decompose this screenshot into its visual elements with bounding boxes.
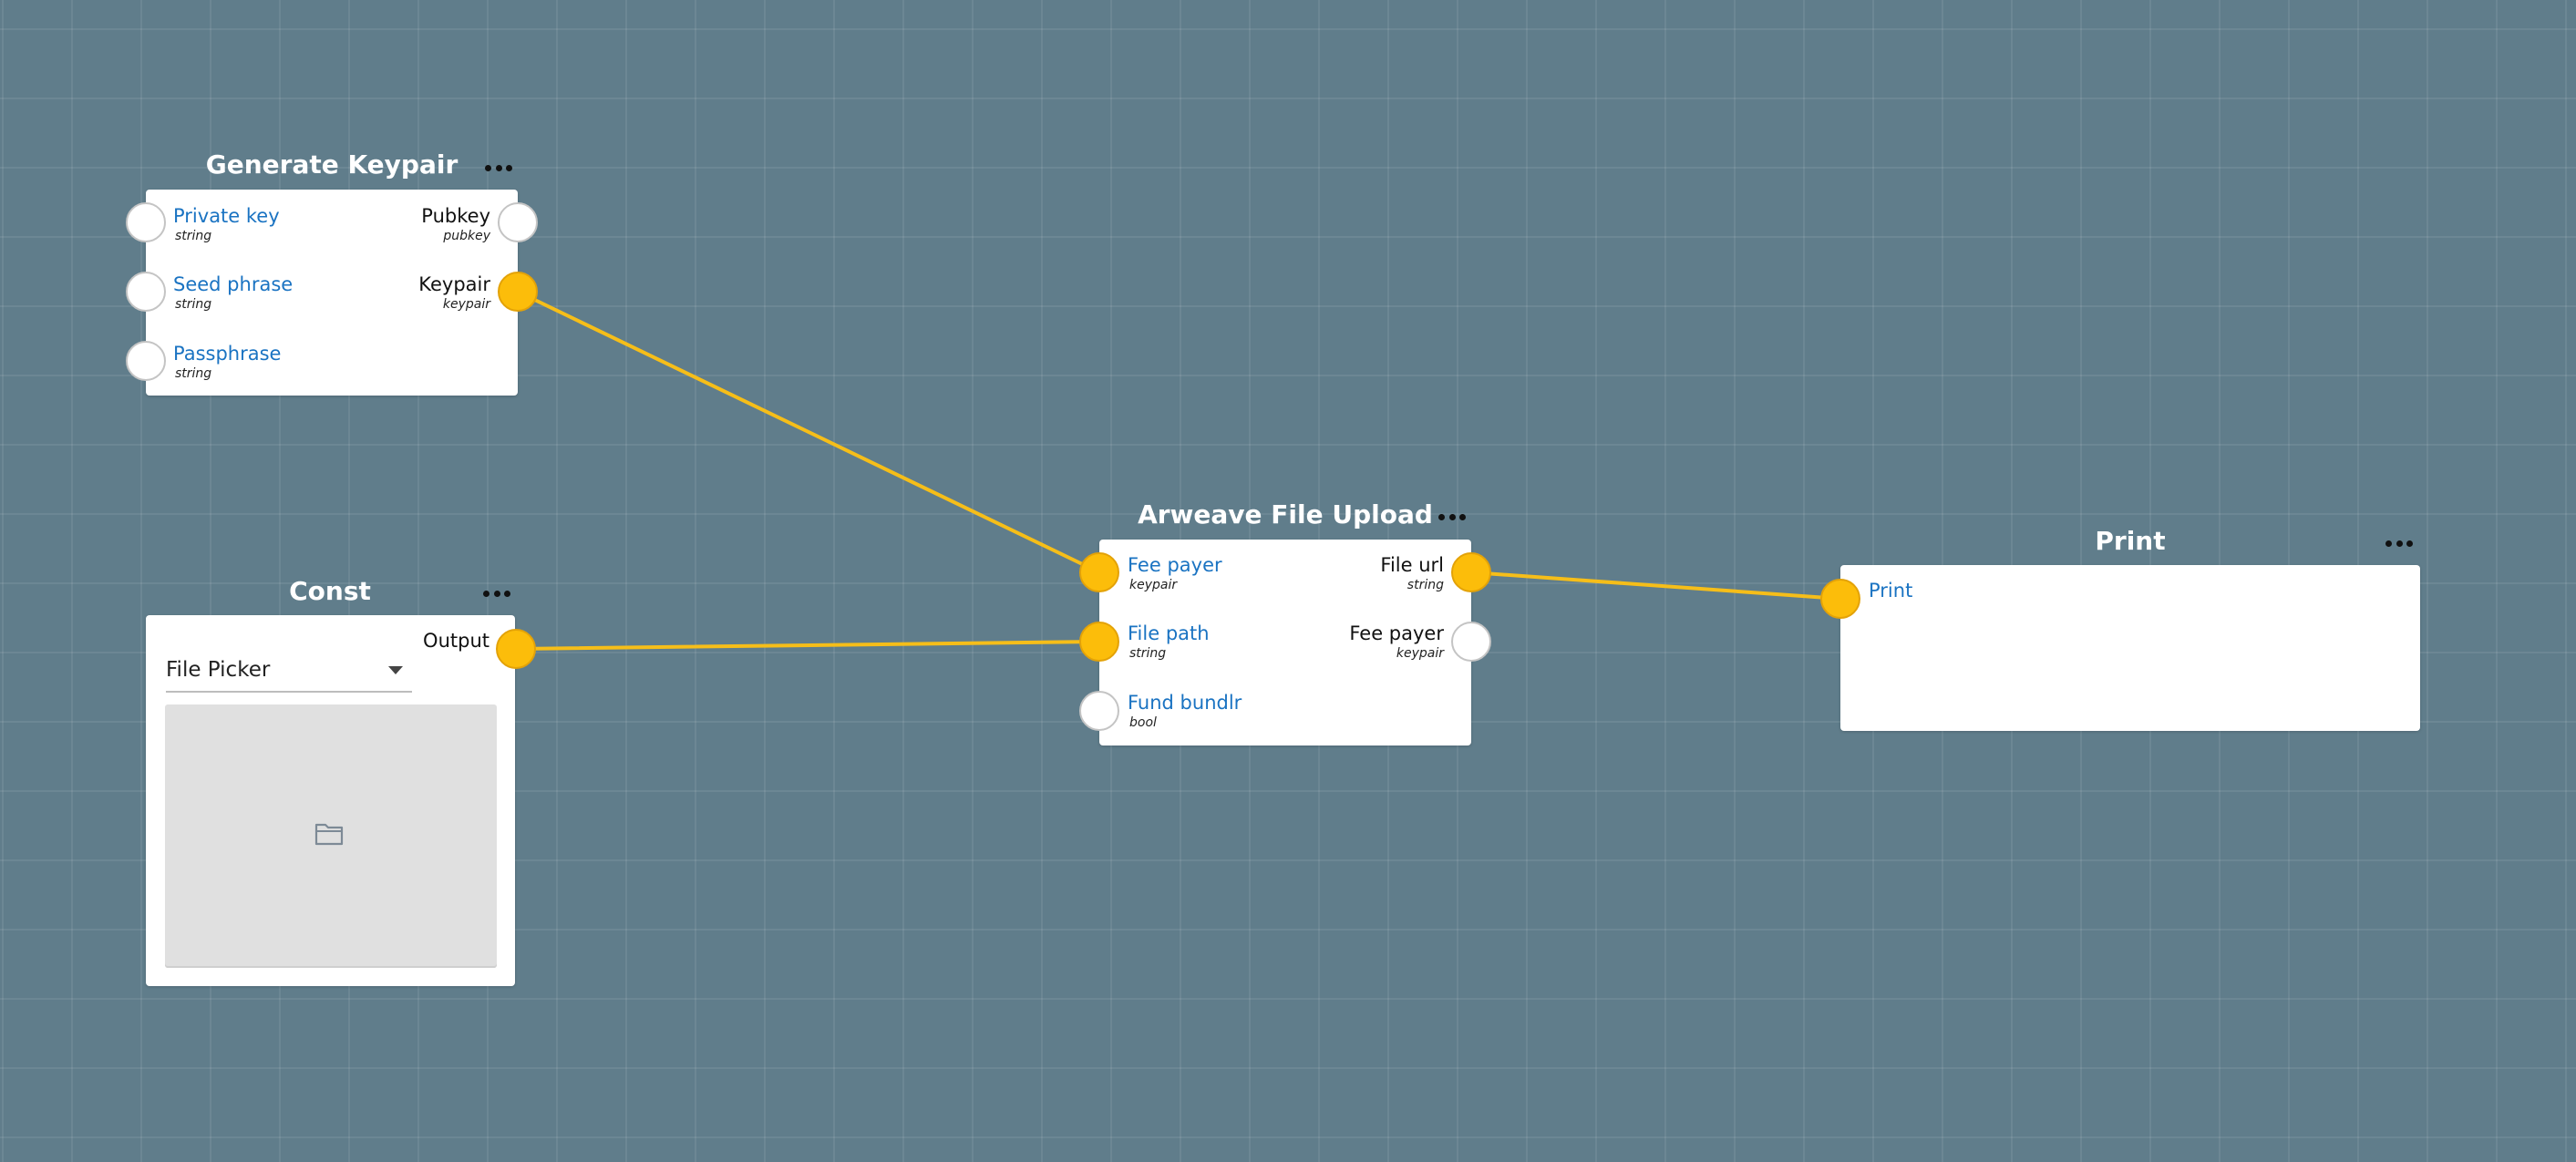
const-type-select[interactable]: File Picker <box>166 654 412 693</box>
input-port-print[interactable] <box>1820 579 1860 619</box>
output-label-pubkey: Pubkey pubkey <box>421 205 490 243</box>
input-port-file-path[interactable] <box>1079 622 1119 662</box>
output-label-fee-payer: Fee payer keypair <box>1349 622 1444 661</box>
node-title: Const <box>289 576 371 606</box>
node-body <box>1840 565 2420 731</box>
connection-keypair-to-fee-payer[interactable] <box>516 290 1101 574</box>
input-label-fund-bundlr: Fund bundlr bool <box>1128 692 1242 730</box>
output-label-file-url: File url string <box>1380 554 1444 592</box>
output-port-file-url[interactable] <box>1451 552 1491 592</box>
input-label-seed-phrase: Seed phrase string <box>173 273 294 312</box>
node-menu-button[interactable] <box>1438 508 1466 526</box>
input-label-private-key: Private key string <box>173 205 280 243</box>
more-horizontal-icon <box>485 164 491 171</box>
node-menu-button[interactable] <box>485 159 512 177</box>
output-port-keypair[interactable] <box>498 272 538 312</box>
connection-output-to-file-path[interactable] <box>514 640 1101 651</box>
node-menu-button[interactable] <box>483 584 510 602</box>
chevron-down-icon <box>388 666 403 674</box>
node-body <box>146 190 518 396</box>
input-label-passphrase: Passphrase string <box>173 343 282 381</box>
input-port-private-key[interactable] <box>126 202 166 242</box>
node-menu-button[interactable] <box>2385 534 2413 552</box>
output-port-fee-payer[interactable] <box>1451 622 1491 662</box>
node-title: Generate Keypair <box>205 149 459 180</box>
more-horizontal-icon <box>2385 540 2392 547</box>
output-port-pubkey[interactable] <box>498 202 538 242</box>
node-title: Arweave File Upload <box>1138 499 1433 530</box>
input-port-fee-payer[interactable] <box>1079 552 1119 592</box>
input-label-print: Print <box>1869 580 1913 602</box>
output-label-output: Output <box>423 630 489 652</box>
more-horizontal-icon <box>483 590 489 597</box>
input-port-fund-bundlr[interactable] <box>1079 691 1119 731</box>
folder-icon <box>314 823 344 846</box>
output-port-output[interactable] <box>496 629 536 669</box>
more-horizontal-icon <box>1438 513 1445 520</box>
input-label-file-path: File path string <box>1128 622 1210 661</box>
output-label-keypair: Keypair keypair <box>418 273 490 312</box>
input-label-fee-payer: Fee payer keypair <box>1128 554 1222 592</box>
node-title: Print <box>2095 526 2166 556</box>
input-port-passphrase[interactable] <box>126 341 166 381</box>
node-body <box>1099 540 1471 746</box>
connection-file-url-to-print[interactable] <box>1469 571 1842 601</box>
file-picker-dropzone[interactable] <box>165 704 497 968</box>
input-port-seed-phrase[interactable] <box>126 272 166 312</box>
const-type-select-value: File Picker <box>166 658 271 682</box>
